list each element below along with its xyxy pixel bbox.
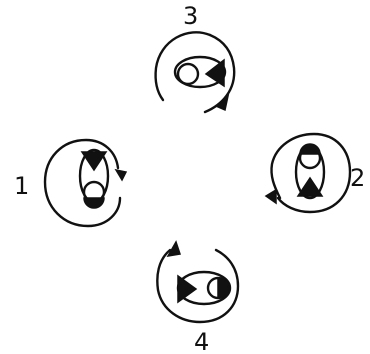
rotation-circle-1 — [43, 138, 122, 228]
arrowhead-1 — [114, 168, 128, 182]
figure-4 — [176, 270, 232, 306]
arrowhead-3 — [214, 94, 230, 112]
figure-3 — [173, 55, 227, 89]
position-3: 3 — [154, 2, 236, 114]
rotation-circle-2 — [270, 132, 352, 214]
label-1: 1 — [14, 172, 29, 200]
figure-2 — [294, 143, 326, 200]
position-4: 4 — [156, 240, 240, 354]
position-1: 1 — [14, 138, 128, 228]
arrowhead-2 — [264, 188, 277, 205]
label-3: 3 — [183, 2, 198, 30]
label-4: 4 — [194, 328, 209, 354]
figure-1 — [78, 148, 110, 209]
label-2: 2 — [350, 164, 365, 192]
arrowhead-4 — [166, 240, 181, 257]
rotation-arrow-3 — [154, 31, 212, 102]
position-2: 2 — [264, 132, 365, 214]
rotation-arrow-4 — [156, 248, 240, 324]
